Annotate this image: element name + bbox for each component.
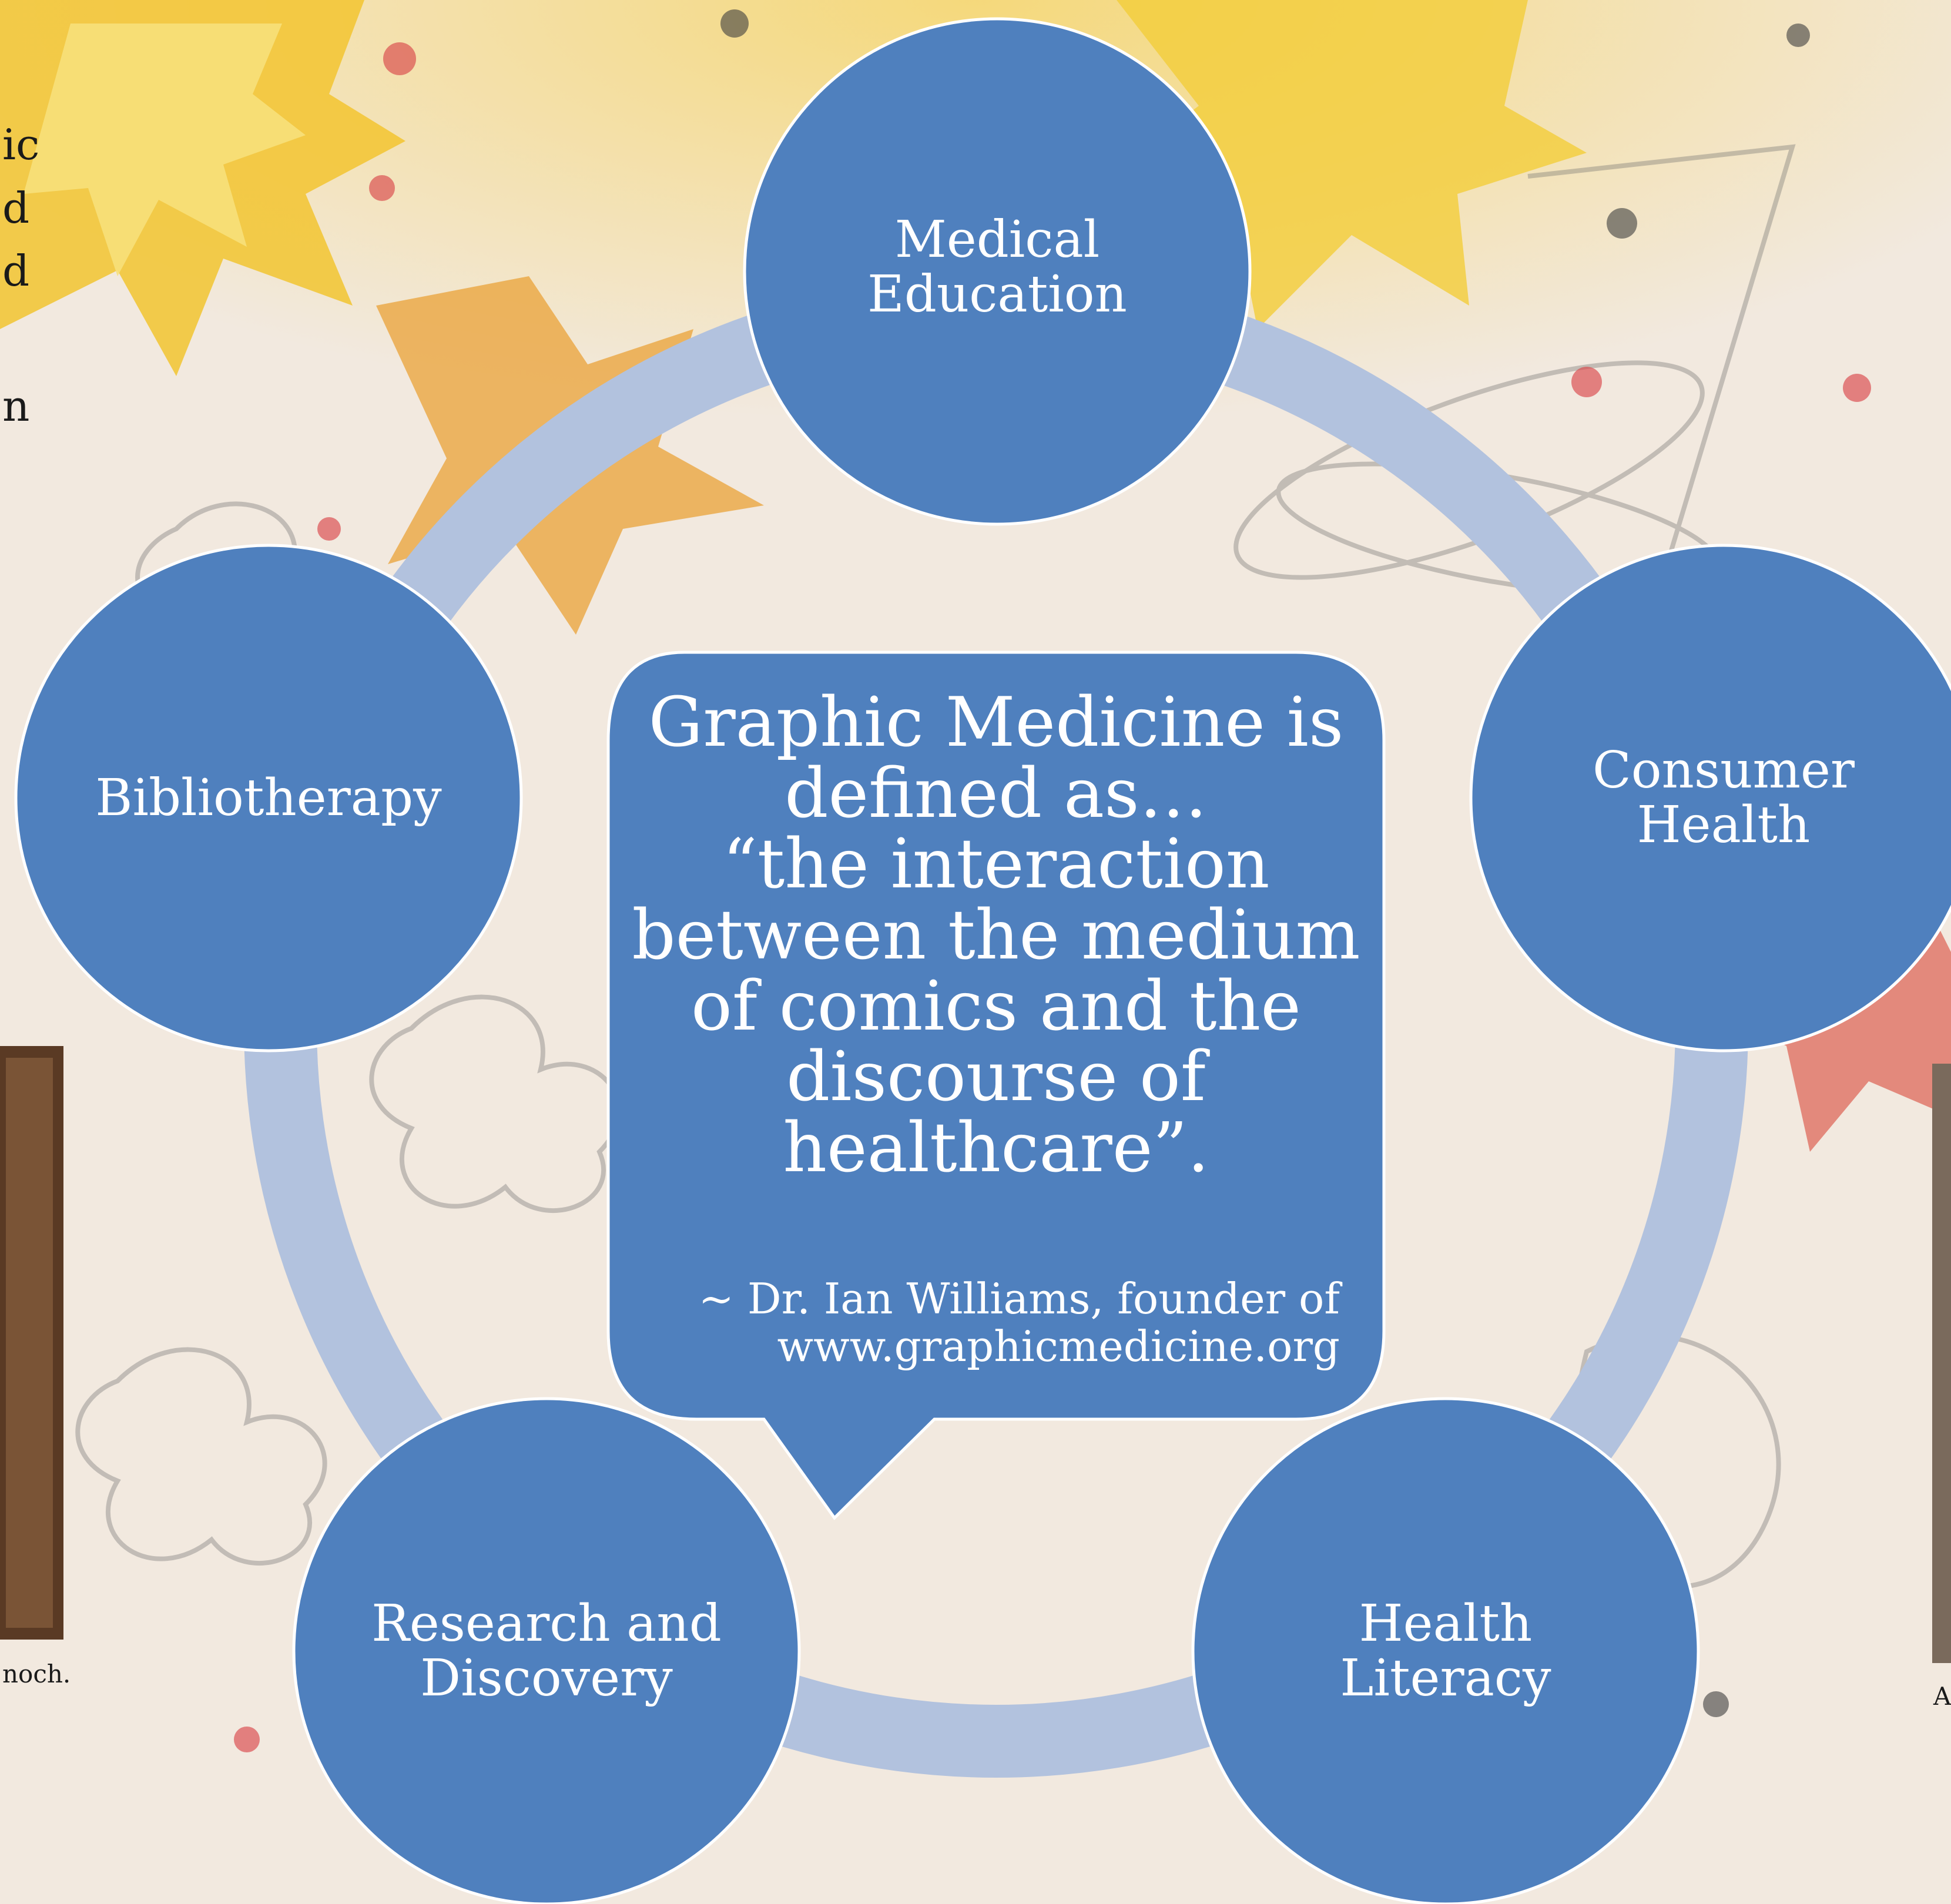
- node-label-bibliotherapy: Bibliotherapy: [95, 768, 442, 827]
- center-callout-box: [606, 651, 1386, 1520]
- left-photo-caption: noch.: [2, 1660, 71, 1688]
- center-definition-text: Graphic Medicine is defined as… “the int…: [632, 683, 1360, 1188]
- node-label-health-literacy: Health Literacy: [1340, 1594, 1551, 1708]
- node-circle-medical-education: [743, 17, 1252, 526]
- left-text-fragment-3: d: [2, 246, 30, 296]
- node-label-research-and-discovery: Research and Discovery: [371, 1594, 722, 1708]
- node-label-medical-education: Medical Education: [867, 210, 1127, 324]
- node-circle-consumer-health: [1469, 544, 1951, 1052]
- left-text-fragment-1: ic: [2, 120, 40, 169]
- left-text-fragment-4: n: [2, 381, 30, 431]
- left-text-fragment-2: d: [2, 183, 30, 233]
- center-attribution: ~ Dr. Ian Williams, founder of www.graph…: [698, 1274, 1340, 1371]
- node-label-consumer-health: Consumer Health: [1592, 741, 1855, 854]
- node-circle-health-literacy: [1191, 1397, 1700, 1904]
- right-photo-caption: A: [1933, 1682, 1951, 1711]
- node-circle-bibliotherapy: [14, 544, 523, 1052]
- node-circle-research-and-discovery: [292, 1397, 801, 1904]
